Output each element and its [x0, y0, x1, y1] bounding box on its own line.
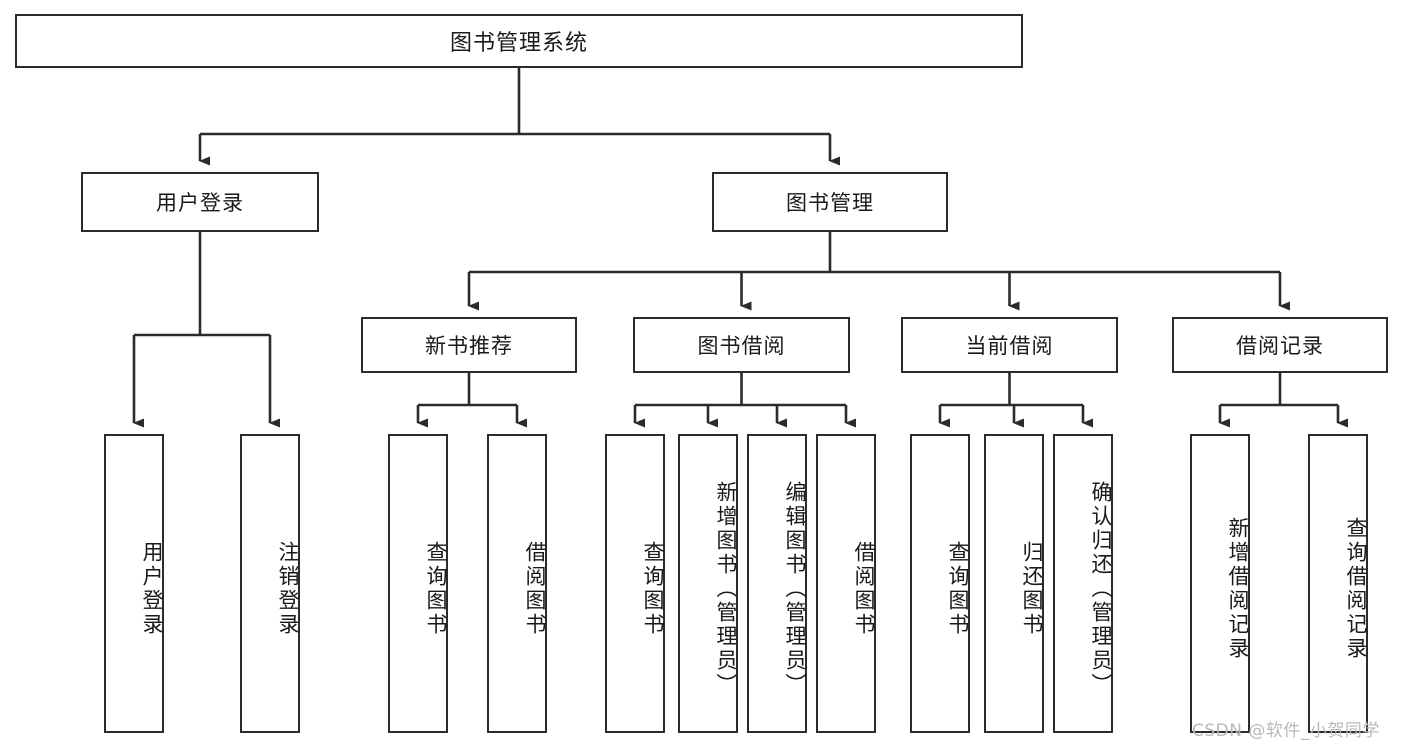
leaf-user-login[interactable]: 用户登录 — [104, 434, 164, 733]
node-current-borrow[interactable]: 当前借阅 — [901, 317, 1118, 373]
node-new-book-recommend[interactable]: 新书推荐 — [361, 317, 577, 373]
leaf-label: 借阅图书 — [852, 540, 876, 637]
leaf-add-borrow-record[interactable]: 新增借阅记录 — [1190, 434, 1250, 733]
node-user-login[interactable]: 用户登录 — [81, 172, 319, 232]
leaf-query-borrow-record[interactable]: 查询借阅记录 — [1308, 434, 1368, 733]
leaf-label: 注销登录 — [276, 540, 300, 637]
node-borrow-record[interactable]: 借阅记录 — [1172, 317, 1388, 373]
leaf-label: 查询图书 — [424, 540, 448, 637]
leaf-label: 查询图书 — [641, 540, 665, 637]
leaf-query-book-recommend[interactable]: 查询图书 — [388, 434, 448, 733]
leaf-label: 归还图书 — [1020, 540, 1044, 637]
leaf-logout[interactable]: 注销登录 — [240, 434, 300, 733]
leaf-label: 查询借阅记录 — [1344, 516, 1368, 661]
leaf-edit-book-admin[interactable]: 编辑图书（管理员） — [747, 434, 807, 733]
leaf-borrow-book-recommend[interactable]: 借阅图书 — [487, 434, 547, 733]
node-book-borrow[interactable]: 图书借阅 — [633, 317, 850, 373]
node-root[interactable]: 图书管理系统 — [15, 14, 1023, 68]
leaf-label: 新增图书（管理员） — [714, 480, 738, 697]
leaf-add-book-admin[interactable]: 新增图书（管理员） — [678, 434, 738, 733]
csdn-watermark: CSDN @软件_小贺同学 — [1192, 721, 1380, 741]
leaf-label: 用户登录 — [140, 540, 164, 637]
leaf-label: 新增借阅记录 — [1226, 516, 1250, 661]
leaf-query-book-borrow[interactable]: 查询图书 — [605, 434, 665, 733]
leaf-label: 确认归还（管理员） — [1089, 480, 1113, 697]
leaf-confirm-return-admin[interactable]: 确认归还（管理员） — [1053, 434, 1113, 733]
leaf-return-book[interactable]: 归还图书 — [984, 434, 1044, 733]
leaf-label: 借阅图书 — [523, 540, 547, 637]
leaf-label: 编辑图书（管理员） — [783, 480, 807, 697]
leaf-label: 查询图书 — [946, 540, 970, 637]
node-book-manage[interactable]: 图书管理 — [712, 172, 948, 232]
leaf-borrow-book[interactable]: 借阅图书 — [816, 434, 876, 733]
leaf-query-book-current[interactable]: 查询图书 — [910, 434, 970, 733]
